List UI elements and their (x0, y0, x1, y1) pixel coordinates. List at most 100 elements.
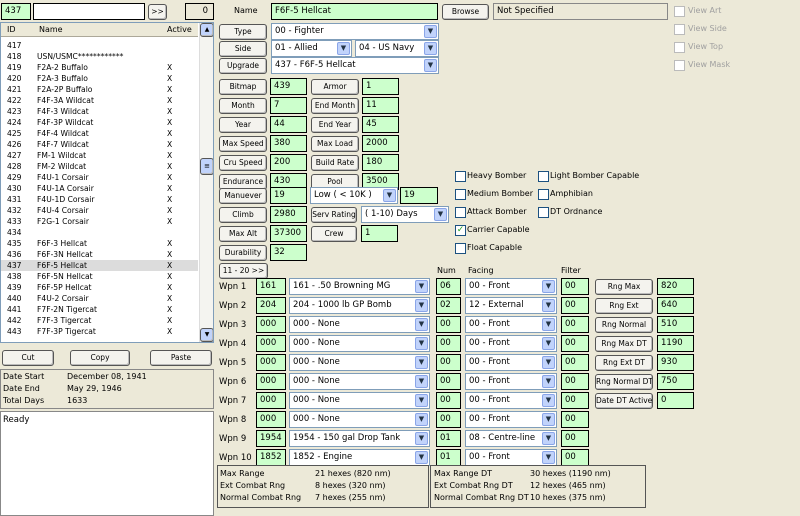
weapon-num-field[interactable]: 00 (436, 373, 461, 390)
weapon-device-select[interactable]: 161 - .50 Browning MG▼ (289, 278, 430, 295)
stat-button[interactable]: Build Rate (311, 155, 359, 171)
capability-checkbox[interactable] (538, 207, 549, 218)
weapon-id-field[interactable]: 1852 (256, 449, 286, 466)
cut-button[interactable]: Cut (2, 350, 54, 366)
weapon-facing-select[interactable]: 08 - Centre-line▼ (465, 430, 557, 447)
weapon-device-select[interactable]: 1954 - 150 gal Drop Tank▼ (289, 430, 430, 447)
weapon-facing-select[interactable]: 00 - Front▼ (465, 316, 557, 333)
stat-button[interactable]: Bitmap (219, 79, 267, 95)
weapon-num-field[interactable]: 00 (436, 316, 461, 333)
capability-checkbox[interactable] (538, 171, 549, 182)
chevron-down-icon[interactable]: ▼ (542, 299, 555, 312)
nation-select[interactable]: 04 - US Navy▼ (355, 40, 439, 57)
weapon-facing-select[interactable]: 00 - Front▼ (465, 278, 557, 295)
range-field[interactable]: 1190 (657, 335, 694, 352)
weapon-device-select[interactable]: 000 - None▼ (289, 411, 430, 428)
stat-button[interactable]: Max Speed (219, 136, 267, 152)
weapon-id-field[interactable]: 161 (256, 278, 286, 295)
stat-field[interactable]: 45 (362, 116, 399, 133)
weapon-filter-field[interactable]: 00 (561, 297, 589, 314)
stat-field[interactable]: 439 (270, 78, 307, 95)
stat-button[interactable]: Year (219, 117, 267, 133)
durability-field[interactable]: 32 (270, 244, 307, 261)
weapon-facing-select[interactable]: 00 - Front▼ (465, 392, 557, 409)
chevron-down-icon[interactable]: ▼ (542, 432, 555, 445)
chevron-down-icon[interactable]: ▼ (424, 42, 437, 55)
weapon-filter-field[interactable]: 00 (561, 411, 589, 428)
weapon-facing-select[interactable]: 00 - Front▼ (465, 411, 557, 428)
chevron-down-icon[interactable]: ▼ (542, 375, 555, 388)
chevron-down-icon[interactable]: ▼ (542, 318, 555, 331)
weapon-num-field[interactable]: 00 (436, 354, 461, 371)
weapon-id-field[interactable]: 204 (256, 297, 286, 314)
chevron-down-icon[interactable]: ▼ (383, 189, 396, 202)
weapon-facing-select[interactable]: 00 - Front▼ (465, 335, 557, 352)
chevron-down-icon[interactable]: ▼ (415, 432, 428, 445)
weapon-num-field[interactable]: 00 (436, 392, 461, 409)
list-scrollbar[interactable]: ▲ ≡ ▼ (199, 23, 213, 342)
chevron-down-icon[interactable]: ▼ (542, 356, 555, 369)
chevron-down-icon[interactable]: ▼ (415, 299, 428, 312)
weapon-filter-field[interactable]: 00 (561, 430, 589, 447)
upgrade-select[interactable]: 437 - F6F-5 Hellcat▼ (271, 57, 439, 74)
weapon-device-select[interactable]: 000 - None▼ (289, 335, 430, 352)
max-alt-button[interactable]: Max Alt (219, 226, 267, 242)
range-field[interactable]: 0 (657, 392, 694, 409)
view-checkbox[interactable] (674, 6, 685, 17)
name-field[interactable]: F6F-5 Hellcat (271, 3, 438, 20)
stat-field[interactable]: 200 (270, 154, 307, 171)
weapon-facing-select[interactable]: 00 - Front▼ (465, 373, 557, 390)
next-page-button[interactable]: 11 - 20 >> (219, 263, 268, 279)
chevron-down-icon[interactable]: ▼ (415, 394, 428, 407)
chevron-down-icon[interactable]: ▼ (424, 59, 437, 72)
chevron-down-icon[interactable]: ▼ (337, 42, 350, 55)
range-button[interactable]: Rng Max (595, 279, 653, 295)
browse-button[interactable]: Browse (442, 4, 489, 20)
stat-field[interactable]: 7 (270, 97, 307, 114)
stat-button[interactable]: End Month (311, 98, 359, 114)
column-active[interactable]: Active (167, 25, 192, 34)
weapon-id-field[interactable]: 000 (256, 392, 286, 409)
capability-checkbox[interactable]: ✓ (455, 225, 466, 236)
stat-field[interactable]: 2000 (362, 135, 399, 152)
view-checkbox[interactable] (674, 42, 685, 53)
stat-field[interactable]: 380 (270, 135, 307, 152)
capability-checkbox[interactable] (455, 243, 466, 254)
chevron-down-icon[interactable]: ▼ (415, 337, 428, 350)
chevron-down-icon[interactable]: ▼ (542, 413, 555, 426)
stat-button[interactable]: Month (219, 98, 267, 114)
chevron-down-icon[interactable]: ▼ (415, 356, 428, 369)
weapon-filter-field[interactable]: 00 (561, 449, 589, 466)
current-id-field[interactable]: 437 (1, 3, 31, 20)
weapon-device-select[interactable]: 000 - None▼ (289, 392, 430, 409)
weapon-filter-field[interactable]: 00 (561, 392, 589, 409)
climb-field[interactable]: 2980 (270, 206, 307, 223)
scroll-down-button[interactable]: ▼ (200, 328, 213, 342)
durability-button[interactable]: Durability (219, 245, 267, 261)
list-item[interactable]: 434 (1, 227, 198, 238)
weapon-num-field[interactable]: 06 (436, 278, 461, 295)
weapon-filter-field[interactable]: 00 (561, 354, 589, 371)
chevron-down-icon[interactable]: ▼ (542, 337, 555, 350)
range-field[interactable]: 930 (657, 354, 694, 371)
find-button[interactable]: >> (148, 4, 167, 20)
upgrade-button[interactable]: Upgrade (219, 58, 267, 74)
altitude-band-select[interactable]: Low ( < 10K )▼ (310, 187, 398, 204)
maneuver-button[interactable]: Manuever (219, 188, 267, 204)
range-button[interactable]: Rng Normal (595, 317, 653, 333)
weapon-device-select[interactable]: 000 - None▼ (289, 316, 430, 333)
weapon-id-field[interactable]: 1954 (256, 430, 286, 447)
